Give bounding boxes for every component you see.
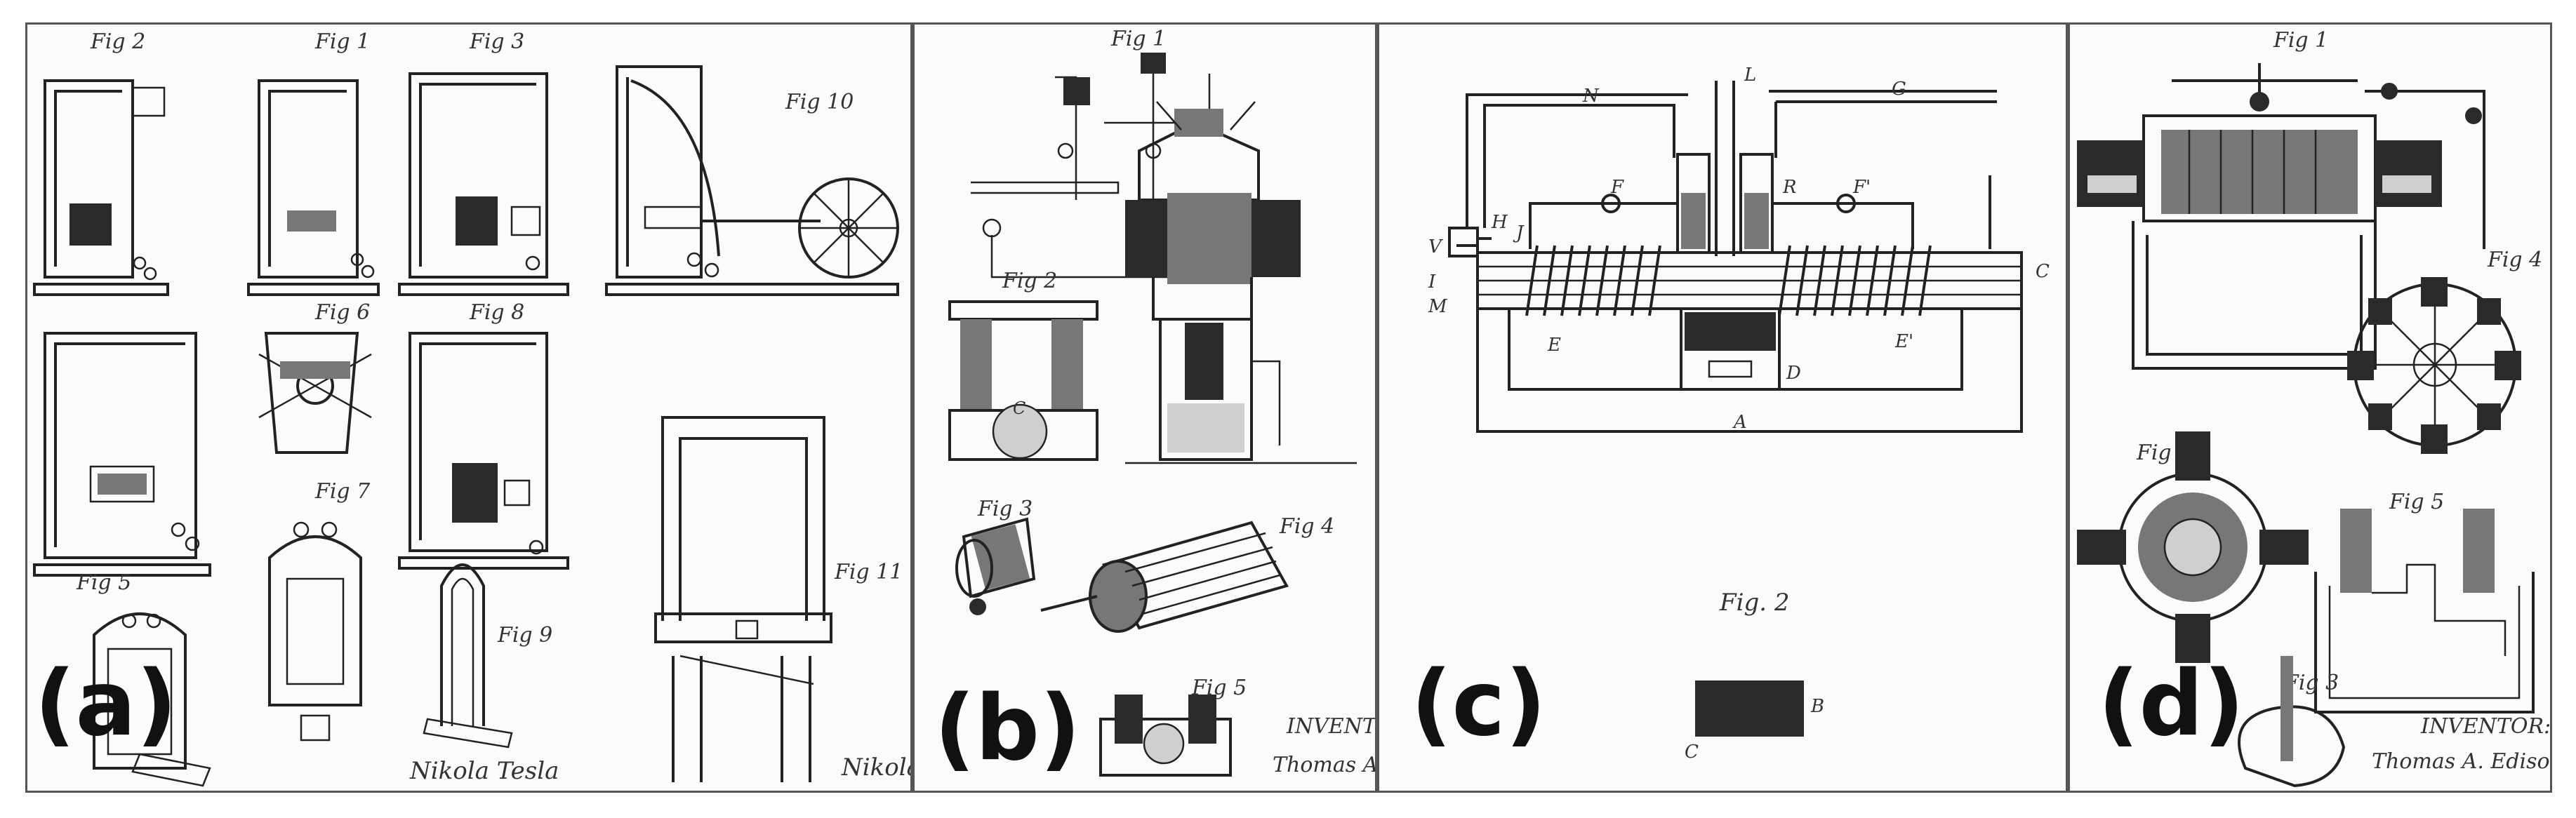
svg-text:C: C	[1013, 398, 1025, 418]
fig-label: Fig 1	[1110, 27, 1166, 51]
svg-text:E: E	[1547, 335, 1561, 356]
svg-text:M: M	[1428, 296, 1448, 317]
fig-label: Fig 11	[834, 560, 903, 584]
inventor-name: Thomas A. Edison	[2372, 749, 2552, 774]
horseshoe-fig11	[654, 416, 832, 782]
horseshoe-fig9	[423, 563, 513, 749]
panel-label: (b)	[934, 676, 1081, 781]
rotor-assembly-fig6	[258, 332, 372, 454]
edison-patent-drawings: Fig 1 Fig 2	[948, 27, 1377, 777]
magnet-fig2: C	[948, 300, 1098, 461]
fig-label: Fig 7	[314, 479, 371, 504]
fig-label: Fig 10	[785, 90, 854, 114]
armature-fig2	[2077, 431, 2309, 663]
svg-text:B: B	[1810, 696, 1824, 717]
fig-label: Fig 1	[314, 29, 370, 54]
svg-text:R: R	[1782, 177, 1797, 198]
fig-label: Fig 6	[314, 300, 370, 325]
fig-label: Fig 9	[497, 623, 552, 648]
motor-frame-fig3	[398, 72, 569, 296]
panel-c: L N G R F F' V H J I M E E' C D A Fig. 2…	[1377, 22, 2068, 793]
commutator-fig4	[2347, 277, 2521, 454]
inventor-heading: INVENTOR	[1286, 714, 1377, 739]
base-tank	[1680, 307, 1781, 391]
fig-label: Fig 4	[2487, 248, 2542, 272]
fig-label: Fig 5	[76, 570, 131, 595]
panel-b: Fig 1 Fig 2	[912, 22, 1377, 793]
svg-text:N: N	[1582, 86, 1600, 107]
panel-label: (c)	[1411, 652, 1546, 756]
fig-label: Fig 5	[2389, 490, 2444, 514]
svg-text:F: F	[1610, 177, 1624, 198]
carbon-block	[1695, 680, 1804, 737]
panel-label: (d)	[2098, 652, 2245, 756]
svg-text:A: A	[1732, 412, 1747, 433]
svg-text:V: V	[1428, 236, 1443, 257]
cell-fig5	[2314, 509, 2535, 713]
fig-label: Fig 3	[469, 29, 524, 54]
coil-windings	[1525, 245, 1932, 316]
panel-a: Fig 2 Fig 1 Fig 3 Fig 10	[25, 22, 912, 793]
svg-text:G: G	[1892, 79, 1906, 100]
motor-with-flywheel-fig10	[605, 65, 899, 296]
svg-text:E': E'	[1894, 331, 1913, 352]
motor-frame-fig2	[33, 79, 169, 296]
generator-fig1	[971, 53, 1357, 464]
svg-text:J: J	[1513, 222, 1525, 243]
edison-motor-drawings: Fig 1 Fig 4	[2077, 28, 2552, 788]
edison-electrolytic-apparatus: L N G R F F' V H J I M E E' C D A Fig. 2…	[1428, 65, 2050, 763]
motor-fig1	[2077, 63, 2485, 370]
fig-label: Fig 2	[90, 29, 145, 54]
svg-text:L: L	[1744, 65, 1756, 86]
signature: Nikola Tesla	[409, 757, 559, 785]
fig-label: Fig 2	[1002, 269, 1057, 293]
svg-text:H: H	[1491, 212, 1508, 233]
cam-fig3	[2238, 656, 2346, 788]
fig-label: Fig. 2	[1719, 589, 1789, 617]
fig-label: Fig 1	[2273, 28, 2328, 53]
motor-frame-fig8	[398, 332, 569, 570]
fig-label: Fig 3	[977, 497, 1033, 521]
svg-text:C: C	[1685, 742, 1699, 763]
fig-label: Fig 4	[1279, 514, 1334, 539]
magnet-fig5	[93, 612, 211, 787]
svg-text:C: C	[2036, 261, 2050, 282]
tesla-patent-drawings: Fig 2 Fig 1 Fig 3 Fig 10	[33, 29, 912, 787]
panel-d: Fig 1 Fig 4	[2068, 22, 2552, 793]
armature-fig4	[1040, 521, 1289, 633]
magnet-fig5	[1099, 695, 1232, 777]
panel-label: (a)	[34, 652, 178, 756]
fig-label: Fig 8	[469, 300, 524, 325]
svg-text:F': F'	[1852, 177, 1871, 198]
motor-frame-left-middle	[33, 332, 211, 577]
motor-frame-fig1	[247, 79, 380, 296]
inventor-name: Thomas A.	[1273, 753, 1377, 777]
magnet-fig7	[268, 521, 362, 742]
svg-text:I: I	[1428, 271, 1436, 293]
signature-fragment: Nikola	[841, 753, 912, 782]
armature-fig3	[955, 517, 1036, 615]
svg-text:D: D	[1786, 363, 1801, 384]
inventor-heading: INVENTOR:	[2420, 714, 2551, 739]
